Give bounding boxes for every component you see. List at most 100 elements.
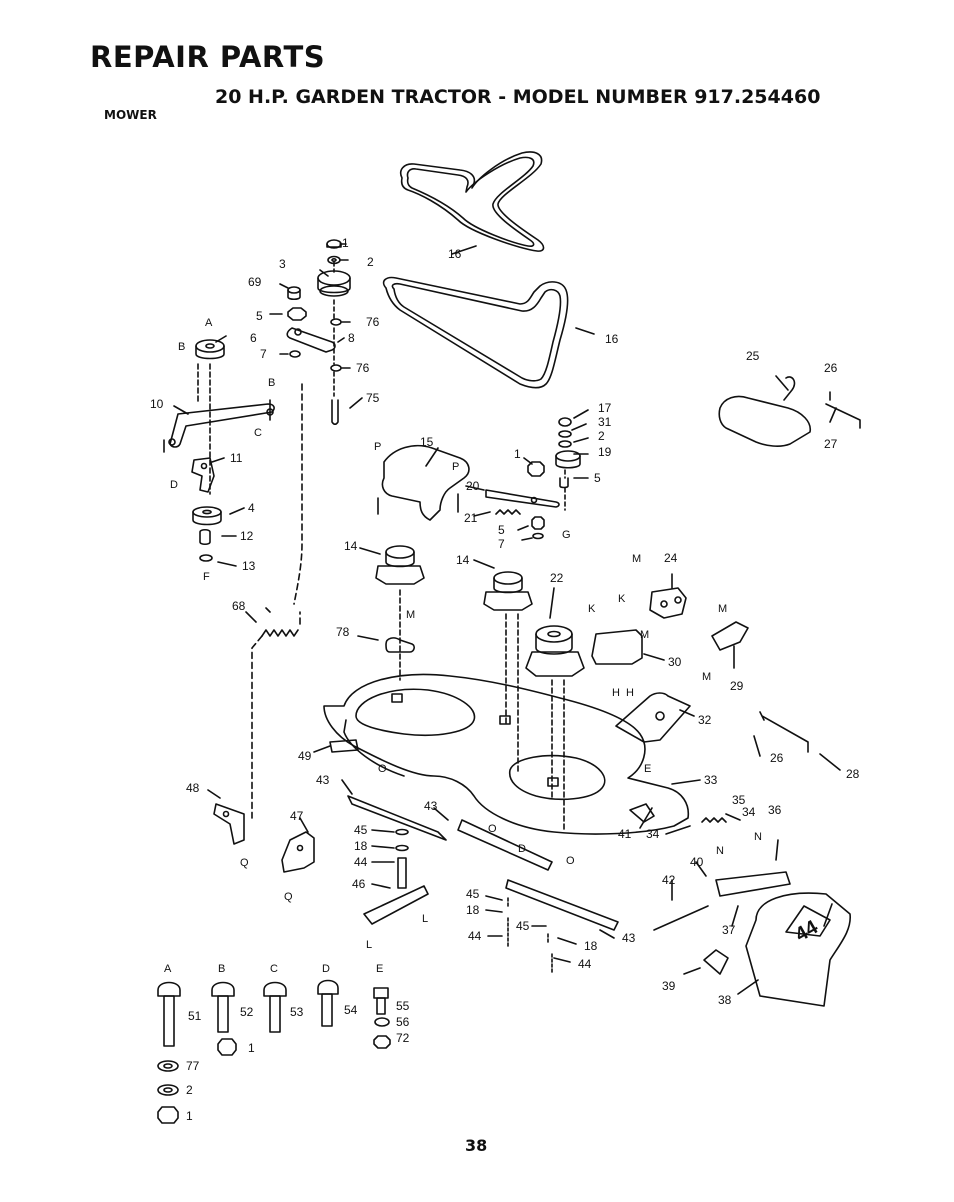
callout-31: 31 [598,415,612,429]
deflector-bracket-part-25 [718,376,812,447]
callout-44c: 44 [578,957,592,971]
washer-part-7 [289,350,301,358]
callout-45c: 45 [516,919,530,933]
belt-shield-part-15 [377,444,470,521]
callout-44: 44 [354,855,368,869]
callout-38: 38 [718,993,732,1007]
link-part-37 [715,871,791,897]
callout-30: 30 [668,655,682,669]
ref-letter-N2: N [754,831,762,843]
callout-17: 17 [598,401,612,415]
callout-51: 51 [188,1009,202,1023]
washer-part-76 [330,318,342,372]
callout-34: 34 [742,805,756,819]
callout-53: 53 [290,1005,304,1019]
callout-26b: 26 [770,751,784,765]
ref-letter-K2: K [618,593,626,605]
callout-21: 21 [464,511,478,525]
bracket-part-48 [213,803,245,845]
bolt-part-55 [373,987,389,1015]
spindle-part-14-left [375,545,425,681]
callout-43: 43 [316,773,330,787]
callout-22: 22 [550,571,564,585]
hanger-part-30 [591,629,643,665]
bolt-part-52 [211,981,235,1033]
ref-letter-P2: P [452,461,459,473]
spacer-part-75 [331,399,339,426]
ref-letter-O1: O [378,763,387,775]
page-number: 38 [465,1136,488,1155]
ref-letter-P1: P [374,441,381,453]
callout-1b: 1 [514,447,521,461]
callout-1: 1 [342,236,349,250]
rod-part-26b [759,711,809,753]
lockwasher-part-2 [157,1084,179,1096]
callout-12: 12 [240,529,254,543]
hardware-letter-A: A [164,963,172,975]
callout-4: 4 [248,501,255,515]
washer-part-77 [157,1060,179,1072]
callout-68: 68 [232,599,246,613]
ref-letter-M3: M [718,603,727,615]
callout-37: 37 [722,923,736,937]
rod-part-42 [653,905,709,931]
callout-7: 7 [260,347,267,361]
callout-18: 18 [354,839,368,853]
washer-part-31 [558,430,572,438]
callout-35: 35 [732,793,746,807]
callout-48: 48 [186,781,200,795]
hardware-letter-C: C [270,963,278,975]
callout-78: 78 [336,625,350,639]
pulley-part-4 [192,506,222,526]
idler-arm-part-8 [286,327,336,353]
ref-letter-G: G [562,529,571,541]
bracket-part-47 [281,831,315,873]
callout-40: 40 [690,855,704,869]
callout-56: 56 [396,1015,410,1029]
callout-76b: 76 [356,361,370,375]
callout-42: 42 [662,873,676,887]
callout-36: 36 [768,803,782,817]
pulley-part-3 [317,270,351,297]
belt-upper-part-16 [399,151,545,252]
ref-letter-B: B [178,341,185,353]
callout-43b: 43 [424,799,438,813]
ref-letter-B2: B [268,377,275,389]
callout-25: 25 [746,349,760,363]
callout-24: 24 [664,551,678,565]
chute-part-38 [745,892,851,1007]
hardware-stack-45-18-44 [395,828,409,889]
ref-letter-F: F [203,571,210,583]
callout-18b: 18 [466,903,480,917]
belt-lower-part-16 [382,276,569,389]
callout-72: 72 [396,1031,410,1045]
ref-letter-D2: D [518,843,526,855]
ref-letter-K1: K [588,603,596,615]
callout-47: 47 [290,809,304,823]
ref-letter-L1: L [422,913,428,925]
plate-part-41 [629,803,655,823]
blade-part-43c [505,879,619,931]
bracket-part-10 [163,399,275,453]
nut-part-17 [558,417,572,427]
callout-49: 49 [298,749,312,763]
ref-letter-O3: O [566,855,575,867]
callout-34b: 34 [646,827,660,841]
callout-32: 32 [698,713,712,727]
hardware-letter-B: B [218,963,225,975]
spring-part-68 [251,611,301,819]
washer-part-56 [374,1017,390,1027]
ref-letter-M4: M [640,629,649,641]
callout-77: 77 [186,1059,200,1073]
callout-54: 54 [344,1003,358,1017]
callout-75: 75 [366,391,380,405]
callout-2b: 2 [598,429,605,443]
ref-letter-M2: M [406,609,415,621]
callout-5: 5 [256,309,263,323]
callout-3: 3 [279,257,286,271]
pulley-part-19 [555,450,581,469]
callout-11: 11 [230,451,243,465]
mower-deck [323,673,690,835]
callout-52: 52 [240,1005,254,1019]
